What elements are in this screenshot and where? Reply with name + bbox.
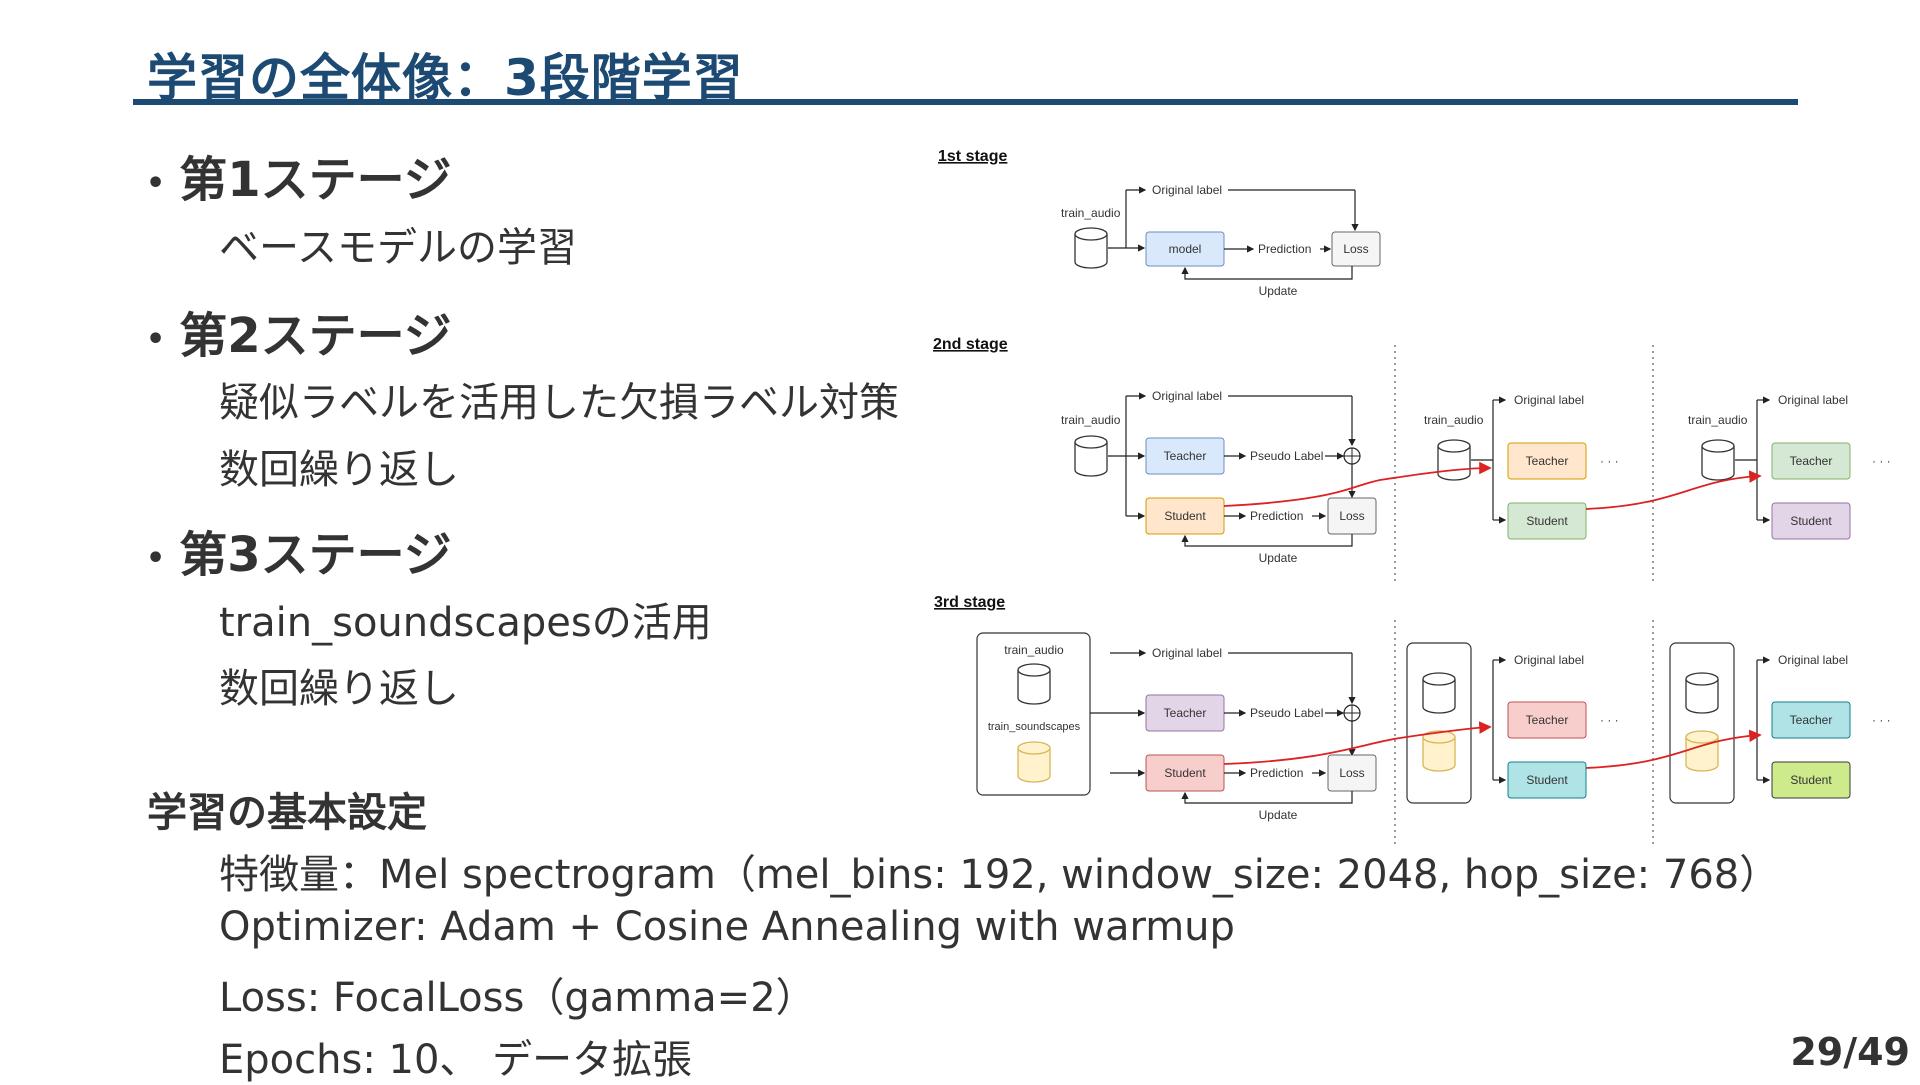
- data-group-box: [1406, 642, 1472, 804]
- database-icon: [1074, 227, 1108, 269]
- database-icon: [1437, 439, 1471, 481]
- bullet-dot: •: [146, 165, 166, 201]
- update-label: Update: [1259, 808, 1298, 822]
- settings-line: Loss: FocalLoss（gamma=2）: [219, 975, 816, 1021]
- original-label-text: Original label: [1778, 653, 1848, 667]
- slide-title: 学習の全体像：3段階学習: [147, 49, 744, 107]
- stage2-label: 2nd stage: [933, 336, 1008, 353]
- student-box: [1771, 502, 1851, 540]
- pseudo-label-text: Pseudo Label: [1250, 706, 1323, 720]
- teacher-box: [1507, 442, 1587, 480]
- bullet-dot: •: [146, 540, 166, 576]
- stage2-heading: •第2ステージ: [146, 308, 452, 364]
- stage1-label: 1st stage: [938, 148, 1007, 165]
- soundscape-database-icon: [1422, 730, 1456, 772]
- teacher-label: Teacher: [1790, 454, 1833, 468]
- prediction-label: Prediction: [1250, 509, 1303, 523]
- loss-label: Loss: [1343, 242, 1368, 256]
- teacher-label: Teacher: [1790, 713, 1833, 727]
- original-label-text: Original label: [1152, 646, 1222, 660]
- stage3-line: 数回繰り返し: [219, 666, 459, 712]
- soundscape-database-icon: [1685, 730, 1719, 772]
- teacher-label: Teacher: [1526, 454, 1569, 468]
- data-group-box: [976, 632, 1091, 796]
- ellipsis: · · ·: [1600, 454, 1619, 468]
- settings-line: Epochs: 10、 データ拡張: [219, 1037, 693, 1083]
- teacher-label: Teacher: [1526, 713, 1569, 727]
- student-label: Student: [1790, 773, 1832, 787]
- teacher-label: Teacher: [1164, 706, 1207, 720]
- train-soundscapes-label: train_soundscapes: [988, 721, 1081, 733]
- ellipsis: · · ·: [1872, 713, 1891, 727]
- stage2-line: 疑似ラベルを活用した欠損ラベル対策: [219, 380, 899, 426]
- stage3-label: 3rd stage: [934, 594, 1005, 611]
- prediction-label: Prediction: [1258, 242, 1311, 256]
- database-icon: [1685, 672, 1719, 714]
- student-box: [1771, 761, 1851, 799]
- teacher-label: Teacher: [1164, 449, 1207, 463]
- update-label: Update: [1259, 284, 1298, 298]
- page-number: 29/49: [1790, 1030, 1910, 1074]
- train-audio-label: train_audio: [1688, 413, 1748, 427]
- prediction-label: Prediction: [1250, 766, 1303, 780]
- database-icon: [1074, 435, 1108, 477]
- train-audio-label: train_audio: [1061, 413, 1121, 427]
- teacher-box: [1507, 701, 1587, 739]
- stage2-line: 数回繰り返し: [219, 447, 459, 493]
- stage3-heading: •第3ステージ: [146, 527, 452, 583]
- database-icon: [1017, 663, 1051, 705]
- stage1-line: ベースモデルの学習: [219, 225, 577, 271]
- model-label: model: [1169, 242, 1202, 256]
- settings-heading: 学習の基本設定: [147, 790, 427, 836]
- original-label-text: Original label: [1152, 183, 1222, 197]
- ellipsis: · · ·: [1600, 713, 1619, 727]
- loss-label: Loss: [1339, 766, 1364, 780]
- data-group-box: [1669, 642, 1735, 804]
- original-label-text: Original label: [1152, 389, 1222, 403]
- original-label-text: Original label: [1778, 393, 1848, 407]
- bullet-dot: •: [146, 321, 166, 357]
- student-label: Student: [1790, 514, 1832, 528]
- student-label: Student: [1164, 509, 1206, 523]
- original-label-text: Original label: [1514, 393, 1584, 407]
- student-label: Student: [1164, 766, 1206, 780]
- teacher-box: [1771, 442, 1851, 480]
- train-audio-label: train_audio: [1424, 413, 1484, 427]
- student-label: Student: [1526, 514, 1568, 528]
- database-icon: [1422, 672, 1456, 714]
- database-icon: [1701, 439, 1735, 481]
- teacher-box: [1771, 701, 1851, 739]
- soundscape-database-icon: [1017, 741, 1051, 783]
- title-underline: [133, 99, 1798, 105]
- loss-label: Loss: [1339, 509, 1364, 523]
- update-label: Update: [1259, 551, 1298, 565]
- settings-line: 特徴量：Mel spectrogram（mel_bins: 192, windo…: [219, 852, 1780, 898]
- settings-line: Optimizer: Adam + Cosine Annealing with …: [219, 904, 1235, 950]
- original-label-text: Original label: [1514, 653, 1584, 667]
- train-audio-label: train_audio: [1004, 643, 1064, 657]
- student-box: [1507, 502, 1587, 540]
- student-label: Student: [1526, 773, 1568, 787]
- train-audio-label: train_audio: [1061, 206, 1121, 220]
- loss-box: [1331, 231, 1381, 267]
- ellipsis: · · ·: [1872, 454, 1891, 468]
- pseudo-label-text: Pseudo Label: [1250, 449, 1323, 463]
- stage3-line: train_soundscapesの活用: [219, 600, 712, 646]
- student-box: [1507, 761, 1587, 799]
- stage1-heading: •第1ステージ: [146, 152, 452, 208]
